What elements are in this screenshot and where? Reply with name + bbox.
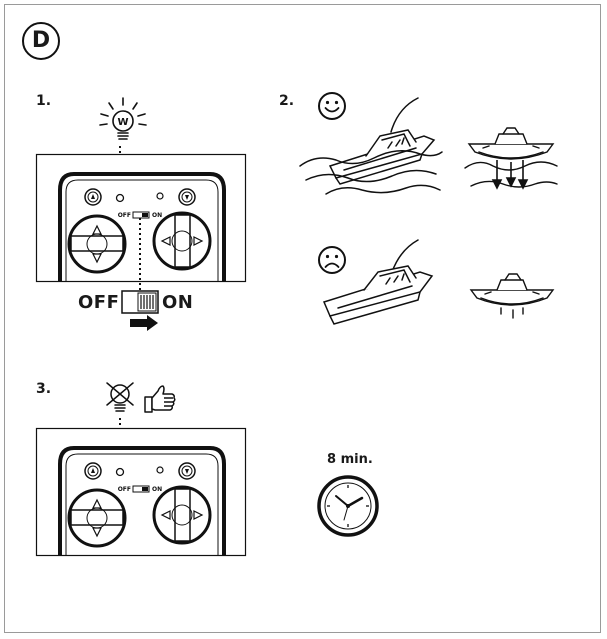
step-1-number: 1. (36, 93, 52, 109)
remote-control-top: OFF ON (35, 153, 247, 283)
boat-front-illustration (469, 273, 555, 319)
power-on-label: ON (162, 292, 194, 313)
switch-on-small-label: ON (152, 212, 162, 219)
light-bulb-off-icon (106, 382, 134, 412)
switch-off-small-label: OFF (118, 212, 131, 219)
sad-face-icon (318, 246, 346, 274)
thumbs-up-icon (144, 385, 176, 413)
power-switch (121, 290, 159, 314)
clock-icon (317, 475, 379, 537)
boat-out-of-water-illustration (322, 239, 434, 325)
happy-face-icon (318, 92, 346, 120)
timer-label: 8 min. (327, 452, 373, 467)
switch-off-small-label-2: OFF (118, 486, 131, 493)
boat-on-water-illustration (299, 97, 443, 195)
remote-control-bottom: OFF ON (35, 427, 247, 557)
bulb-letter: W (117, 117, 128, 128)
light-bulb-on-icon: W (99, 97, 147, 140)
boat-front-water-illustration (464, 127, 558, 190)
step-2-number: 2. (279, 93, 295, 109)
power-off-label: OFF (78, 292, 120, 313)
switch-dotted-line (139, 218, 141, 290)
page-frame (4, 4, 601, 633)
switch-on-small-label-2: ON (152, 486, 162, 493)
step-3-number: 3. (36, 381, 52, 397)
arrow-right-icon (130, 315, 158, 331)
section-badge: D (22, 22, 60, 60)
